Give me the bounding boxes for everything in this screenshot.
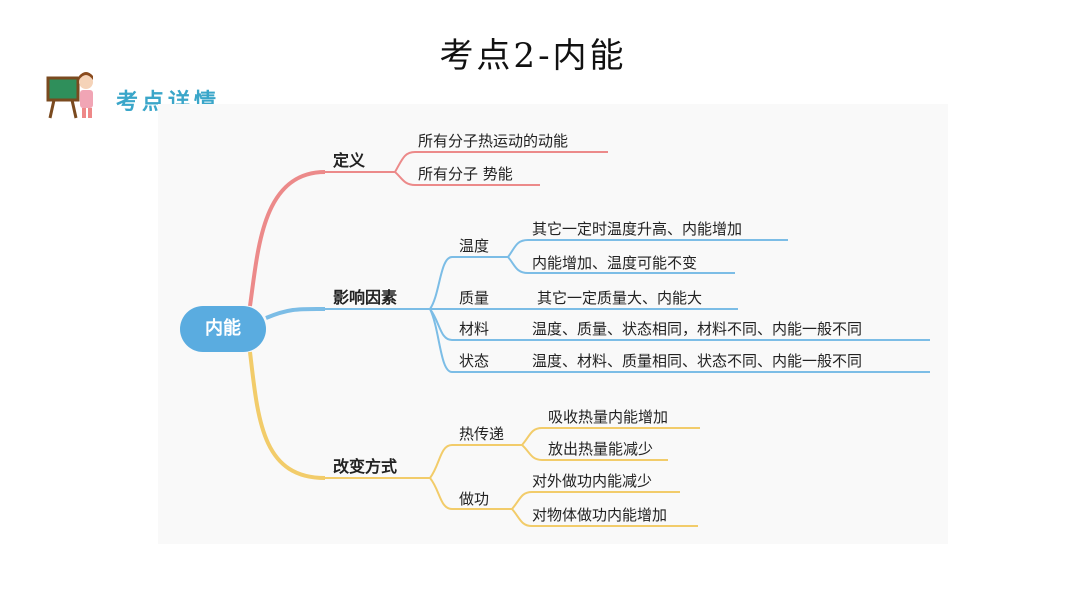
teacher-board-icon: [46, 72, 93, 119]
state-leaf-1: 温度、材料、质量相同、状态不同、内能一般不同: [532, 352, 863, 370]
branch-factors: 影响因素: [333, 288, 398, 307]
method-heat-transfer: 热传递: [459, 425, 505, 443]
work-leaf-1: 对外做功内能减少: [532, 472, 653, 490]
factor-temperature: 温度: [459, 237, 490, 255]
material-leaf-1: 温度、质量、状态相同，材料不同、内能一般不同: [532, 320, 863, 338]
branch-definition: 定义: [333, 151, 366, 170]
heat-transfer-leaf-2: 放出热量能减少: [548, 440, 654, 458]
factor-state: 状态: [459, 352, 490, 370]
temperature-leaf-2: 内能增加、温度可能不变: [532, 254, 698, 272]
factor-material: 材料: [459, 320, 490, 338]
factor-mass: 质量: [459, 289, 490, 307]
branch-methods: 改变方式: [333, 457, 398, 476]
work-leaf-2: 对物体做功内能增加: [532, 506, 668, 524]
method-work: 做功: [459, 490, 490, 508]
definition-leaf-1: 所有分子热运动的动能: [418, 132, 569, 150]
mass-leaf-1: 其它一定质量大、内能大: [537, 289, 703, 307]
temperature-leaf-1: 其它一定时温度升高、内能增加: [532, 220, 743, 238]
definition-leaf-2: 所有分子 势能: [418, 165, 513, 183]
mindmap-root-node: 内能: [180, 306, 266, 352]
heat-transfer-leaf-1: 吸收热量内能增加: [548, 408, 669, 426]
slide-title: 考点2-内能: [439, 36, 627, 76]
